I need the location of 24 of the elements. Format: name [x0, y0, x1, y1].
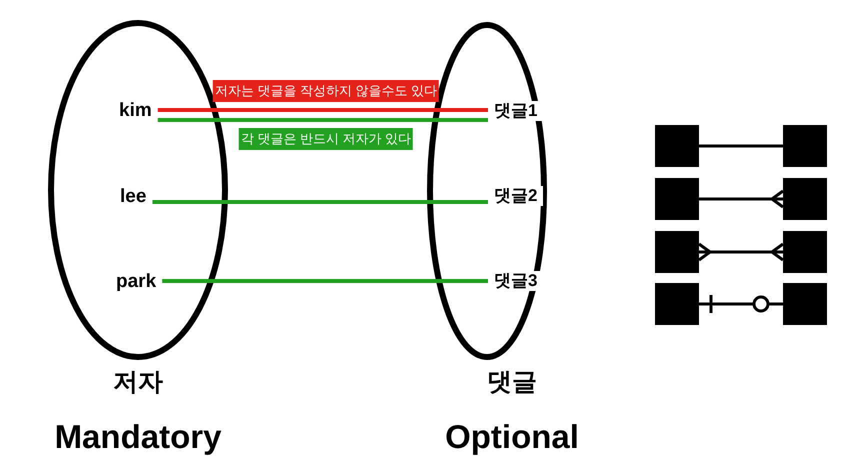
edge-label: 각 댓글은 반드시 저자가 있다	[238, 128, 414, 150]
connector-line	[699, 190, 784, 208]
edge-label: 저자는 댓글을 작성하지 않을수도 있다	[212, 80, 440, 102]
entity-box	[783, 125, 827, 167]
entity-box	[783, 178, 827, 220]
connector-line	[162, 279, 488, 283]
entity-box	[655, 231, 699, 273]
connector-line	[158, 108, 488, 112]
set-title: 댓글	[487, 367, 537, 397]
entity-label: park	[110, 272, 162, 292]
entity-label: lee	[114, 187, 152, 207]
connector-line	[699, 294, 783, 314]
entity-box	[783, 231, 827, 273]
entity-box	[655, 125, 699, 167]
participation-label: Optional	[445, 418, 579, 456]
entity-label: kim	[113, 101, 158, 121]
connector-line	[152, 200, 488, 204]
entity-box	[655, 178, 699, 220]
entity-box	[783, 283, 827, 325]
connector-line	[698, 242, 784, 262]
set-title: 저자	[113, 367, 163, 397]
participation-label: Mandatory	[54, 418, 222, 456]
entity-box	[655, 283, 699, 325]
connector-line	[699, 144, 783, 148]
